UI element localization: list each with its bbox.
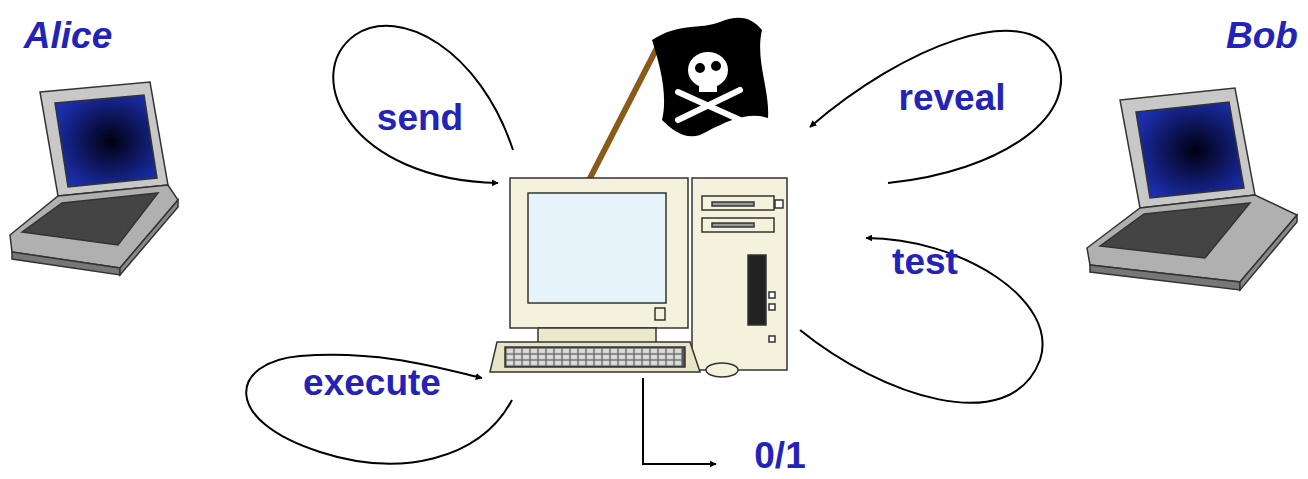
key: [547, 361, 553, 365]
oracle-label: test: [892, 242, 958, 283]
key: [563, 349, 569, 353]
key: [635, 361, 641, 365]
key: [555, 355, 561, 359]
key: [675, 355, 681, 359]
laptop-icon: [1087, 88, 1297, 290]
party-name: Bob: [1226, 16, 1298, 57]
key: [531, 349, 537, 353]
key: [619, 349, 625, 353]
key: [531, 355, 537, 359]
key: [643, 355, 649, 359]
key: [555, 361, 561, 365]
key: [547, 349, 553, 353]
laptop-icon: [10, 82, 178, 275]
key: [611, 349, 617, 353]
key: [619, 361, 625, 365]
key: [651, 361, 657, 365]
key: [507, 355, 513, 359]
key: [515, 361, 521, 365]
key: [643, 349, 649, 353]
key: [619, 355, 625, 359]
key: [675, 361, 681, 365]
key: [579, 349, 585, 353]
key: [531, 361, 537, 365]
key: [643, 361, 649, 365]
key: [555, 349, 561, 353]
key: [579, 355, 585, 359]
key: [571, 355, 577, 359]
key: [515, 349, 521, 353]
key: [659, 361, 665, 365]
key: [587, 361, 593, 365]
key: [611, 355, 617, 359]
key: [571, 361, 577, 365]
key: [523, 361, 529, 365]
key: [563, 361, 569, 365]
key: [595, 349, 601, 353]
oracle-label: send: [377, 98, 463, 139]
key: [627, 361, 633, 365]
pirate-flag: [588, 18, 768, 182]
key: [603, 349, 609, 353]
key: [603, 355, 609, 359]
key: [659, 349, 665, 353]
key: [587, 349, 593, 353]
key: [635, 349, 641, 353]
key: [579, 361, 585, 365]
key: [651, 349, 657, 353]
oracle-label: reveal: [899, 78, 1006, 119]
key: [667, 361, 673, 365]
key: [667, 355, 673, 359]
key: [635, 355, 641, 359]
key: [595, 361, 601, 365]
key: [539, 361, 545, 365]
key: [539, 355, 545, 359]
arrow: [246, 26, 1061, 464]
key: [547, 355, 553, 359]
key: [515, 355, 521, 359]
key: [563, 355, 569, 359]
key: [507, 361, 513, 365]
computer-icon: [490, 178, 787, 377]
key: [611, 361, 617, 365]
key: [651, 355, 657, 359]
key: [587, 355, 593, 359]
oracle-label: 0/1: [754, 436, 805, 477]
key: [539, 349, 545, 353]
party-name: Alice: [24, 16, 112, 57]
key: [571, 349, 577, 353]
key: [595, 355, 601, 359]
key: [523, 349, 529, 353]
key: [659, 355, 665, 359]
key: [627, 355, 633, 359]
key: [507, 349, 513, 353]
key: [675, 349, 681, 353]
key: [667, 349, 673, 353]
key: [523, 355, 529, 359]
oracle-label: execute: [303, 363, 441, 404]
key: [627, 349, 633, 353]
key: [603, 361, 609, 365]
